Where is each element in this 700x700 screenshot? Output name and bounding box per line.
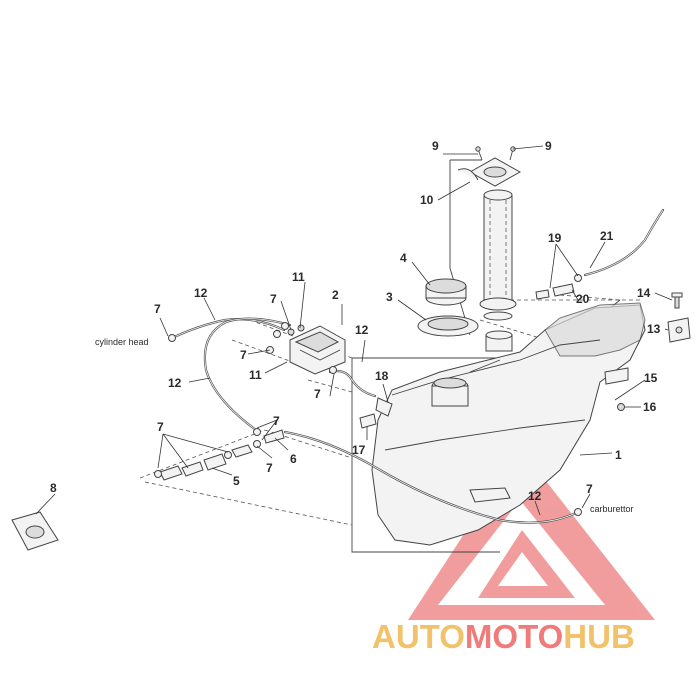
hose-cylinder-head (170, 318, 286, 340)
hose-clamp-set (154, 322, 582, 516)
callout-9-right: 9 (545, 139, 552, 153)
watermark-hub: HUB (563, 618, 635, 655)
callout-5: 5 (233, 474, 240, 488)
callout-3: 3 (386, 290, 393, 304)
filler-neck-tube (457, 157, 522, 352)
callout-19: 19 (548, 231, 562, 245)
watermark-moto: MOTO (465, 618, 563, 655)
callout-13: 13 (647, 322, 661, 336)
watermark-logo-triangle (408, 448, 655, 620)
callout-11-bottom: 11 (249, 368, 262, 382)
fuel-cap (425, 278, 467, 306)
hose-12-tank-vent (328, 369, 377, 398)
svg-text:AUTOMOTOHUB: AUTOMOTOHUB (372, 618, 635, 655)
fuel-tap (359, 397, 393, 429)
callout-20: 20 (576, 292, 590, 306)
nut-16 (617, 403, 625, 411)
hose-12-lower-loop (203, 317, 292, 432)
callout-15: 15 (644, 371, 658, 385)
label-cylinder-head: cylinder head (95, 337, 149, 347)
rubber-pad-8 (11, 511, 59, 551)
label-carburettor: carburettor (590, 504, 634, 514)
callout-7-pump-lower: 7 (240, 348, 247, 362)
fuel-tank (371, 302, 646, 546)
callout-7-vent: 7 (314, 387, 321, 401)
fitting-20 (535, 274, 582, 300)
fuel-pump (287, 324, 346, 375)
callout-17: 17 (352, 443, 366, 457)
callout-8: 8 (50, 481, 57, 495)
leader-lines (35, 145, 673, 516)
callout-1: 1 (615, 448, 622, 462)
callout-10: 10 (420, 193, 434, 207)
callout-2: 2 (332, 288, 339, 302)
callout-7-top-left: 7 (154, 302, 161, 316)
callout-16: 16 (643, 400, 657, 414)
callout-9-left: 9 (432, 139, 439, 153)
callout-4: 4 (400, 251, 407, 265)
callout-18: 18 (375, 369, 389, 383)
callout-21: 21 (600, 229, 614, 243)
fuel-filter (159, 444, 253, 481)
callout-12-vent: 12 (355, 323, 369, 337)
bracket-13 (667, 317, 691, 343)
callout-7-filter-lower: 7 (266, 461, 273, 475)
callout-6: 6 (290, 452, 297, 466)
callout-12-top: 12 (194, 286, 208, 300)
callout-7-filter-upper: 7 (273, 414, 280, 428)
watermark-logo-text: AUTOMOTOHUB (372, 618, 635, 655)
bolt-14 (671, 292, 683, 309)
callout-7-carburettor: 7 (586, 482, 593, 496)
callout-numbers: 1 2 3 4 5 6 7 7 7 7 7 7 7 7 8 9 9 10 11 … (50, 139, 661, 503)
callout-14: 14 (637, 286, 651, 300)
callout-11-top: 11 (292, 270, 305, 284)
watermark-auto: AUTO (372, 618, 465, 655)
screw-9-left (475, 146, 483, 161)
callout-12-carburettor: 12 (528, 489, 542, 503)
callout-7-filter-left: 7 (157, 420, 164, 434)
gasket-ring (417, 315, 479, 337)
hose-carburettor (283, 430, 580, 524)
hose-21 (583, 208, 665, 277)
fitting-6 (263, 429, 285, 444)
callout-12-left: 12 (168, 376, 182, 390)
callout-7-pump: 7 (270, 292, 277, 306)
